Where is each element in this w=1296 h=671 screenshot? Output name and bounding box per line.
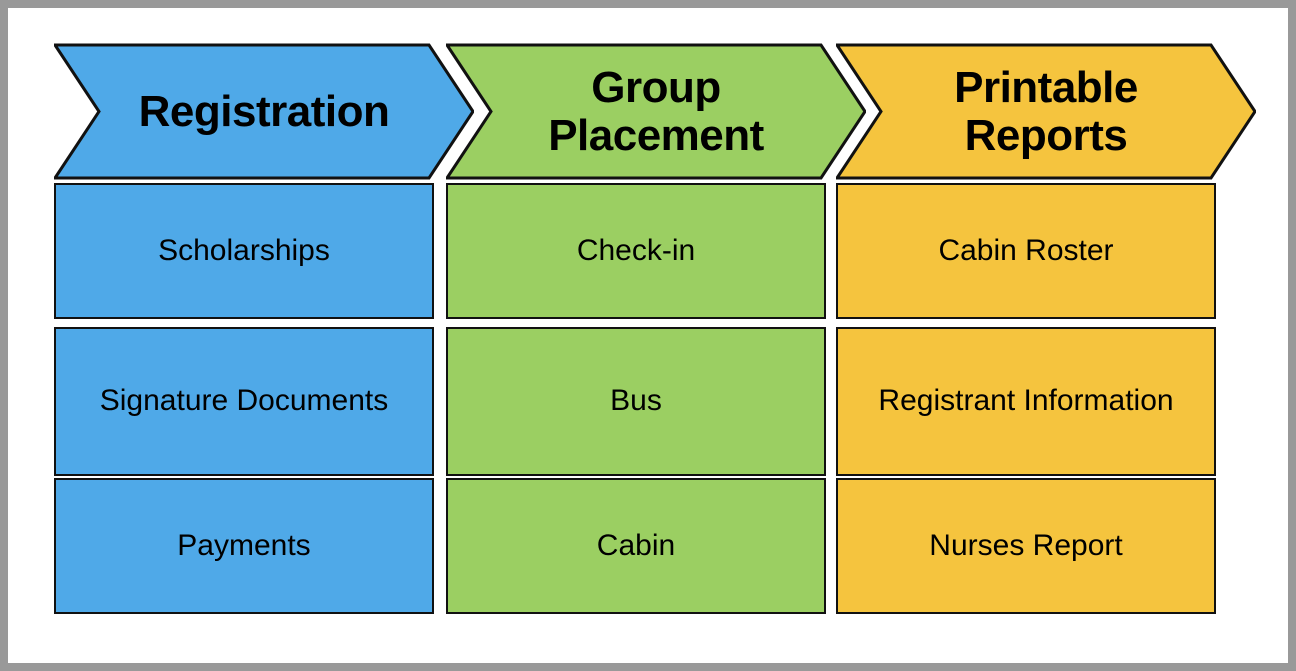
item-box-check-in[interactable]: Check-in <box>446 183 826 319</box>
item-box-registrant-information[interactable]: Registrant Information <box>836 327 1216 476</box>
chevron-printable-reports-label: Printable Reports <box>954 62 1138 160</box>
chevron-printable-reports-shape <box>836 43 1256 180</box>
item-box-nurses-report[interactable]: Nurses Report <box>836 478 1216 614</box>
item-box-cabin[interactable]: Cabin <box>446 478 826 614</box>
item-box-scholarships[interactable]: Scholarships <box>54 183 434 319</box>
chevron-header-band: Registration Group Placement Printable R… <box>8 43 1288 180</box>
diagram-canvas: Registration Group Placement Printable R… <box>8 8 1288 663</box>
chevron-group-placement[interactable]: Group Placement <box>446 43 866 180</box>
item-box-bus[interactable]: Bus <box>446 327 826 476</box>
chevron-printable-reports[interactable]: Printable Reports <box>836 43 1256 180</box>
item-box-cabin-roster[interactable]: Cabin Roster <box>836 183 1216 319</box>
chevron-registration-shape <box>54 43 474 180</box>
chevron-group-placement-shape <box>446 43 866 180</box>
chevron-registration[interactable]: Registration <box>54 43 474 180</box>
item-box-payments[interactable]: Payments <box>54 478 434 614</box>
chevron-registration-label: Registration <box>138 86 390 136</box>
chevron-group-placement-label: Group Placement <box>548 62 764 160</box>
item-box-signature-documents[interactable]: Signature Documents <box>54 327 434 476</box>
